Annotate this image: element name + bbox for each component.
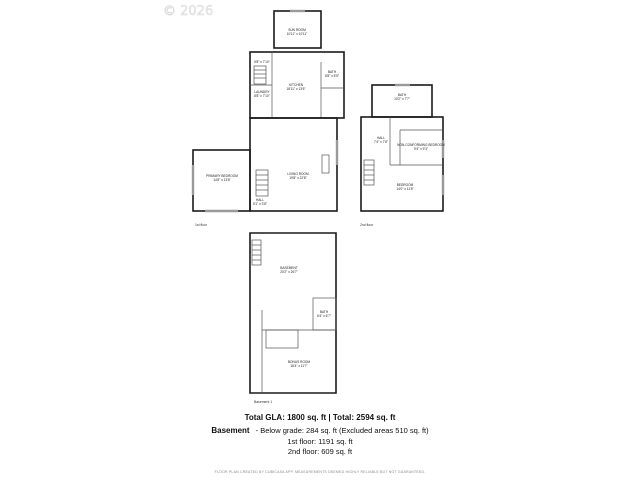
- room-name-kitchen: KITCHEN: [289, 83, 304, 87]
- room-dims-laundry: 8'8" x 7'10": [254, 94, 270, 98]
- room-name-bath-3: BATH: [320, 310, 329, 314]
- room-name-bedroom: BEDROOM: [397, 183, 414, 187]
- room-name-bonus-room: BONUS ROOM: [288, 360, 310, 364]
- second-floor-outline: [360, 116, 444, 212]
- basement-bath-outline: [312, 297, 337, 331]
- fireplace: [321, 154, 330, 174]
- basement-area-label: Basement: [211, 426, 250, 435]
- upper-stairs: [363, 159, 375, 186]
- basement-stairs: [251, 239, 262, 266]
- basement-outline: [249, 232, 337, 394]
- room-name-bath-2: BATH: [398, 93, 407, 97]
- room-dims-closet: 5'8" x 7'10": [254, 60, 270, 64]
- upper-bath-outline: [371, 84, 433, 118]
- room-dims-primary-bedroom: 14'8" x 13'6": [213, 178, 230, 182]
- room-dims-bedroom: 14'0" x 11'8": [396, 187, 413, 191]
- first-floor-plan: SUN ROOM 10'11" x 10'11" KITCHEN 18'11" …: [191, 9, 345, 227]
- room-name-primary-bedroom: PRIMARY BEDROOM: [206, 174, 238, 178]
- basement-stair-nook: [265, 329, 299, 349]
- basement-area-line: Basement - Below grade: 284 sq. ft (Exclu…: [0, 426, 640, 435]
- total-area-line: Total GLA: 1800 sq. ft | Total: 2594 sq.…: [244, 413, 396, 422]
- room-name-basement: BASEMENT: [280, 266, 298, 270]
- room-dims-hall-2: 7'4" x 7'8": [374, 140, 388, 144]
- room-dims-basement: 20'2" x 26'7": [280, 270, 297, 274]
- room-dims-bath-2: 10'2" x 7'7": [394, 97, 410, 101]
- room-name-hall-1: HALL: [256, 198, 264, 202]
- room-dims-sun-room: 10'11" x 10'11": [287, 32, 308, 36]
- watermark-text: © 2026: [163, 4, 213, 19]
- floor-label-basement: Basement 1: [254, 400, 272, 404]
- room-name-sun-room: SUN ROOM: [288, 28, 306, 32]
- basement-plan: BASEMENT 20'2" x 26'7" BATH 6'4" x 6'7" …: [249, 232, 337, 404]
- room-dims-non-conforming-bedroom: 9'4" x 9'3": [414, 147, 428, 151]
- room-dims-bonus-room: 18'4" x 11'7": [290, 364, 307, 368]
- room-dims-bath-1: 8'8" x 5'5": [325, 74, 339, 78]
- room-dims-bath-3: 6'4" x 6'7": [317, 314, 331, 318]
- kitchen-stairs: [253, 65, 267, 85]
- room-name-laundry: LAUNDRY: [254, 90, 270, 94]
- disclaimer-text: FLOOR PLAN CREATED BY CUBICASA APP. MEAS…: [214, 470, 426, 474]
- room-dims-kitchen: 18'11" x 13'6": [286, 87, 305, 91]
- second-floor-plan: BATH 10'2" x 7'7" HALL 7'4" x 7'8" NON-C…: [360, 83, 445, 227]
- room-dims-hall-1: 5'1" x 3'8": [253, 202, 267, 206]
- floor-label-second: 2nd floor: [360, 223, 374, 227]
- living-stairs: [255, 169, 269, 197]
- room-name-living-room: LIVING ROOM: [287, 172, 309, 176]
- first-floor-area-line: 1st floor: 1191 sq. ft: [287, 437, 353, 446]
- room-dims-living-room: 19'8" x 22'8": [289, 176, 306, 180]
- basement-area-text: - Below grade: 284 sq. ft (Excluded area…: [255, 426, 429, 435]
- room-name-bath-1: BATH: [328, 70, 337, 74]
- floor-label-first: 1st floor: [195, 223, 208, 227]
- room-name-non-conforming-bedroom: NON-CONFORMING BEDROOM: [397, 143, 445, 147]
- second-floor-area-line: 2nd floor: 609 sq. ft: [287, 447, 353, 456]
- room-name-hall-2: HALL: [377, 136, 385, 140]
